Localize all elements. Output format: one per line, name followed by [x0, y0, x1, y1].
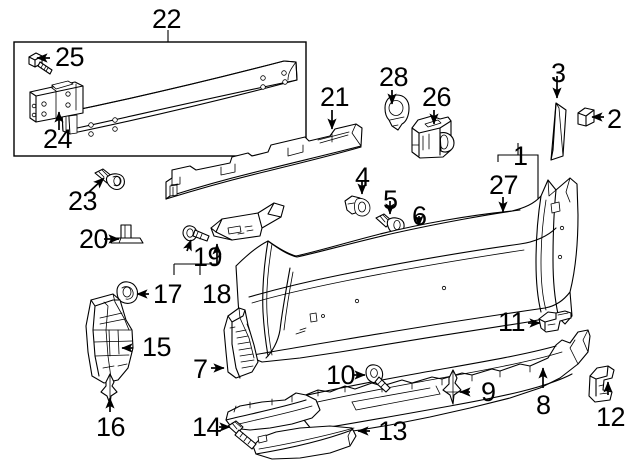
part-4-retainer-clip — [344, 195, 371, 217]
callout-24: 24 — [43, 124, 73, 154]
part-24-mounting-plate — [29, 80, 84, 123]
part-3-side-trim — [550, 102, 567, 161]
callout-11: 11 — [498, 307, 526, 337]
callout-10: 10 — [326, 360, 356, 390]
callout-3: 3 — [551, 58, 566, 88]
group-22-reinforcement-box — [13, 30, 307, 157]
callout-19: 19 — [193, 242, 223, 272]
callout-14: 14 — [192, 412, 222, 442]
callout-25: 25 — [55, 42, 85, 72]
callout-9: 9 — [481, 377, 496, 407]
part-21-energy-absorber — [165, 123, 363, 200]
callout-1: 1 — [513, 141, 528, 171]
callout-8: 8 — [536, 390, 551, 420]
callout-2: 2 — [607, 104, 622, 134]
part-18-support-bracket — [210, 202, 285, 241]
part-25-hex-bolt — [28, 52, 53, 75]
part-10-screw-grommet — [365, 364, 391, 393]
callout-28: 28 — [379, 62, 409, 92]
callout-6: 6 — [412, 201, 427, 231]
callout-5: 5 — [383, 185, 398, 215]
callout-21: 21 — [320, 82, 350, 112]
callout-13: 13 — [378, 416, 408, 446]
part-11-retainer-bracket — [538, 310, 572, 333]
callout-26: 26 — [422, 82, 452, 112]
part-19-screw — [182, 225, 210, 242]
callout-12: 12 — [596, 402, 626, 432]
callout-7: 7 — [193, 354, 208, 384]
part-20-stud-pin — [110, 224, 144, 244]
part-13-reflector — [252, 425, 357, 460]
callout-22: 22 — [152, 4, 182, 34]
callout-15: 15 — [142, 332, 172, 362]
callout-16: 16 — [96, 412, 126, 442]
part-23-flange-screw — [94, 168, 125, 190]
part-15-splash-shield — [85, 293, 134, 384]
callout-4: 4 — [355, 162, 370, 192]
part-28-sensor-retainer — [384, 94, 410, 131]
callout-17: 17 — [153, 279, 183, 309]
part-1-bumper-cover — [235, 177, 579, 363]
part-8-left-section — [225, 392, 321, 431]
part-9-push-pin-clip — [442, 369, 462, 405]
part-26-parking-sensor — [411, 115, 455, 159]
callout-20: 20 — [79, 224, 109, 254]
callout-27: 27 — [489, 170, 519, 200]
part-12-side-bracket — [588, 365, 615, 403]
part-22-reinforcement-beam — [61, 60, 298, 137]
part-14-bolt — [227, 420, 257, 450]
callout-18: 18 — [202, 279, 232, 309]
part-2-cube-clip — [577, 107, 595, 127]
callout-23: 23 — [68, 186, 98, 216]
part-7-corner-grille — [223, 307, 259, 379]
